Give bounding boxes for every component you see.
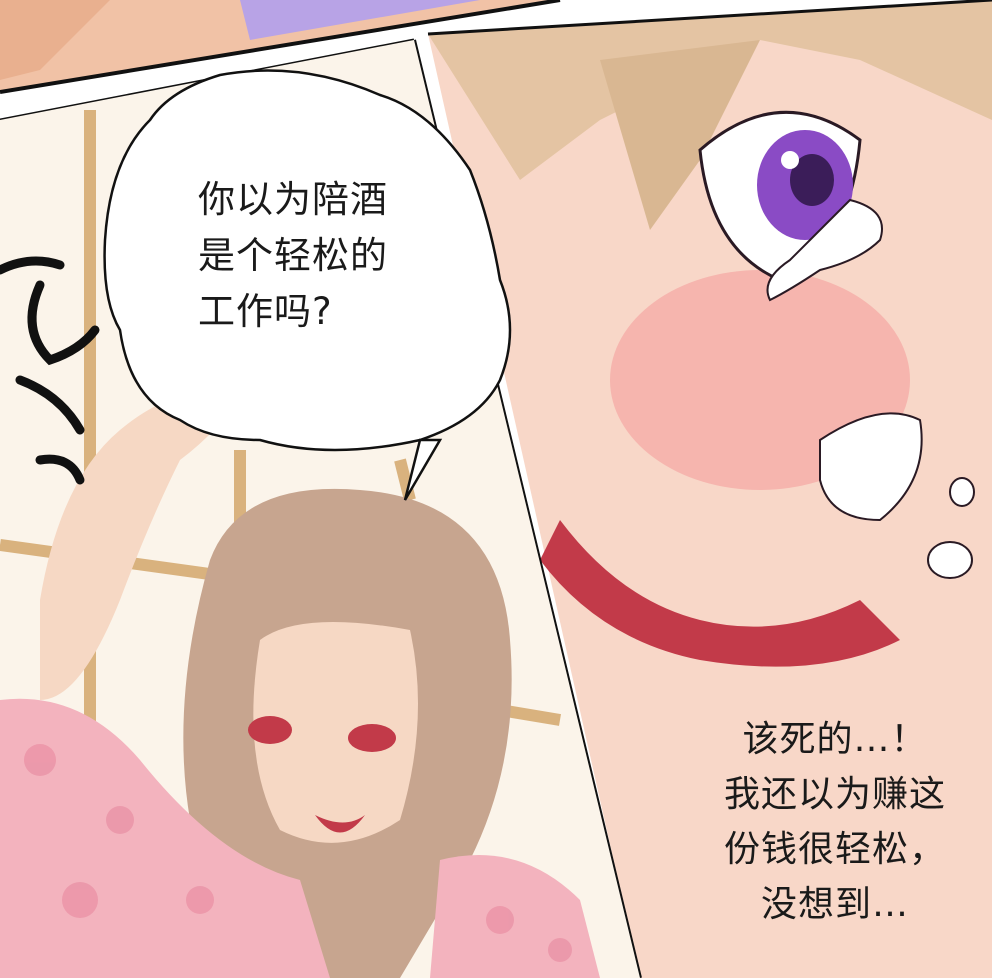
monologue-text: 该死的…！ 我还以为赚这 份钱很轻松， 没想到… <box>723 719 946 925</box>
sound-effect-strokes <box>0 256 100 485</box>
right-panel-face <box>428 0 992 978</box>
speech-bubble-text: 你以为陪酒 是个轻松的 工作吗? <box>198 178 388 333</box>
woman-character <box>0 391 600 978</box>
speech-bubble <box>103 69 512 501</box>
